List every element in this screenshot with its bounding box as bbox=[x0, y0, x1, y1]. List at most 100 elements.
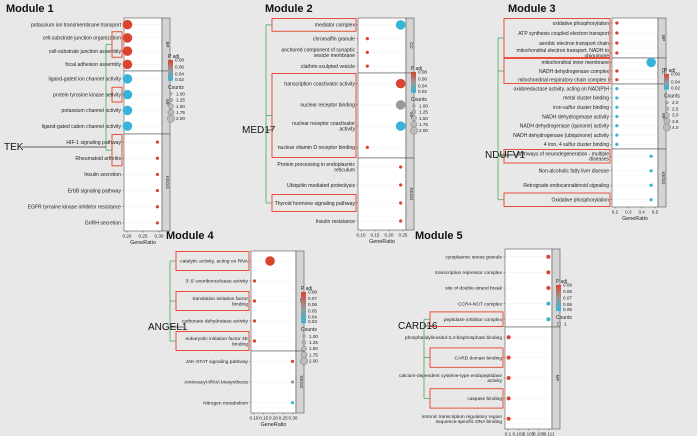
hub-gene-label: ANGEL1 bbox=[148, 322, 188, 333]
legend-p-tick: 0.05 bbox=[563, 307, 572, 312]
data-point bbox=[290, 401, 295, 405]
facet-panel bbox=[357, 157, 407, 231]
data-point bbox=[155, 221, 159, 225]
color-bar bbox=[301, 292, 306, 324]
legend-count-label: 2.00 bbox=[309, 359, 318, 364]
term-label: Oxidative phosphorylation bbox=[551, 198, 609, 204]
legend-p-tick: 0.04 bbox=[418, 83, 427, 88]
data-point bbox=[365, 37, 369, 41]
data-point bbox=[615, 87, 619, 91]
term-label: Rheumatoid arthritis bbox=[75, 156, 121, 162]
facet-label: BP bbox=[165, 41, 170, 47]
data-point bbox=[615, 142, 619, 146]
data-point bbox=[649, 169, 653, 173]
module-4-chart: Module 4ANGEL1MFcatalytic activity, acti… bbox=[148, 230, 318, 428]
data-point bbox=[399, 183, 403, 187]
legend-size-marker bbox=[167, 109, 175, 116]
term-label: EGFR tyrosine kinase inhibitor resistanc… bbox=[28, 205, 122, 211]
legend-p-tick: 0.02 bbox=[418, 89, 427, 94]
data-point bbox=[506, 376, 511, 380]
term-label: catalytic activity, acting on RNA bbox=[180, 259, 249, 265]
term-label: cell-substrate junction organization bbox=[43, 36, 122, 42]
x-tick-label: 0.20 bbox=[385, 233, 394, 238]
data-point bbox=[615, 51, 619, 55]
term-label: cytoplasmic stress granule bbox=[445, 254, 502, 260]
term-label: iron-sulfur cluster binding bbox=[553, 105, 609, 111]
term-label: Insulin secretion bbox=[84, 172, 121, 178]
facet-label: MF bbox=[165, 99, 170, 106]
facet-strip bbox=[657, 148, 667, 208]
term-label: chromaffin granule bbox=[313, 36, 355, 42]
legend-size-marker bbox=[300, 351, 308, 359]
term-label: CARD domain binding bbox=[455, 355, 503, 361]
legend-count-label: 1.00 bbox=[419, 103, 428, 108]
data-point bbox=[399, 219, 403, 223]
facet-label: MF bbox=[555, 375, 560, 382]
data-point bbox=[252, 339, 257, 343]
module-title: Module 2 bbox=[265, 3, 313, 15]
data-point bbox=[646, 57, 656, 68]
x-axis-title: GeneRatio bbox=[622, 216, 648, 222]
legend-p-title: P adj bbox=[168, 54, 179, 60]
facet-label: KEGG bbox=[661, 171, 666, 185]
term-label: nuclear receptor binding bbox=[300, 103, 355, 109]
data-point bbox=[546, 317, 551, 322]
hub-gene-label: CARD16 bbox=[398, 321, 438, 332]
legend-p-tick: 0.06 bbox=[671, 72, 680, 77]
data-point bbox=[290, 359, 295, 363]
term-label: 3'-5'-exoribonuclease activity bbox=[186, 279, 249, 285]
legend-p-tick: 0.06 bbox=[308, 302, 317, 307]
facet-label: BP bbox=[661, 35, 666, 41]
data-point bbox=[155, 205, 159, 209]
term-label: metal cluster binding bbox=[563, 96, 609, 102]
color-bar bbox=[664, 74, 669, 90]
term-label: Non-alcoholic fatty liver disease bbox=[539, 169, 610, 175]
x-tick-label: 0.111 bbox=[544, 432, 555, 436]
facet-label: CC bbox=[409, 42, 414, 49]
legend-p-title: P adj bbox=[664, 68, 675, 74]
legend-size-marker bbox=[411, 109, 417, 115]
term-label: Aminoacyl-tRNA biosynthesis bbox=[184, 380, 248, 386]
legend-size-marker bbox=[410, 121, 418, 128]
term-label: nuclear vitamin D receptor binding bbox=[278, 145, 355, 151]
x-tick-label: 0.105 bbox=[523, 432, 535, 436]
legend-count-title: Counts bbox=[556, 315, 572, 321]
term-label: 4 iron, 4 sulfur cluster binding bbox=[544, 142, 610, 148]
color-bar bbox=[411, 72, 416, 93]
data-point bbox=[615, 133, 619, 137]
x-tick-label: 0.25 bbox=[279, 416, 288, 421]
data-point bbox=[649, 183, 653, 187]
term-label: clathrin-sculpted vesicle bbox=[301, 64, 355, 70]
data-point bbox=[506, 416, 511, 421]
data-point bbox=[122, 46, 133, 56]
x-axis-title: GeneRatio bbox=[369, 239, 395, 245]
data-point bbox=[615, 69, 619, 73]
data-point bbox=[615, 114, 619, 119]
data-point bbox=[155, 140, 159, 144]
x-tick-label: 0.10 bbox=[250, 416, 259, 421]
legend-p-tick: 0.02 bbox=[671, 86, 680, 91]
legend-count-label: 2.5 bbox=[672, 106, 679, 111]
term-label: mediator complex bbox=[315, 23, 356, 29]
data-point bbox=[290, 380, 295, 384]
data-point bbox=[155, 172, 159, 177]
color-bar bbox=[556, 285, 561, 311]
facet-label: MF bbox=[409, 112, 414, 119]
legend-count-label: 2.0 bbox=[672, 100, 679, 105]
legend-size-marker bbox=[664, 106, 670, 111]
legend-count-label: 1.00 bbox=[309, 334, 318, 339]
term-label: cell-substrate junction assembly bbox=[49, 49, 122, 55]
term-label: ligand-gated ion channel activity bbox=[49, 77, 122, 83]
legend-count-label: 1.50 bbox=[309, 346, 318, 351]
legend-count-label: 1.25 bbox=[176, 98, 185, 103]
legend-size-marker bbox=[410, 126, 418, 135]
data-point bbox=[649, 198, 653, 202]
data-point bbox=[122, 74, 133, 84]
facet-label: KEGG bbox=[299, 375, 304, 389]
legend-p-tick: 0.06 bbox=[175, 65, 184, 70]
term-label: focal adhesion assembly bbox=[65, 62, 121, 68]
